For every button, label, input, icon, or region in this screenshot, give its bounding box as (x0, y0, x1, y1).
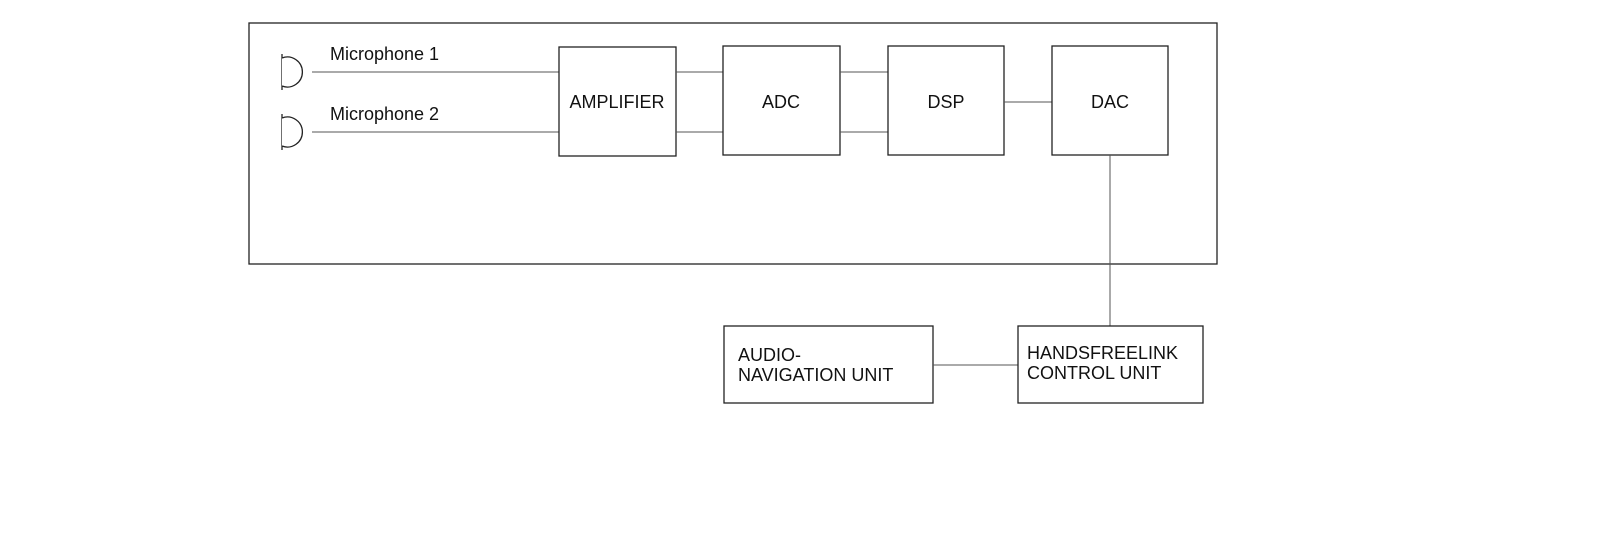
adc-label: ADC (762, 92, 800, 112)
handsfreelink-control-unit-label: HANDSFREELINK CONTROL UNIT (1027, 343, 1183, 383)
audio-navigation-line-2: NAVIGATION UNIT (738, 365, 893, 385)
audio-navigation-unit-label: AUDIO- NAVIGATION UNIT (738, 345, 893, 385)
amplifier-label: AMPLIFIER (569, 92, 664, 112)
dsp-label: DSP (927, 92, 964, 112)
microphone-1: Microphone 1 (281, 44, 439, 90)
amplifier-block (558, 46, 677, 157)
audio-navigation-unit-block (723, 325, 934, 404)
microphone-2-label: Microphone 2 (330, 104, 439, 124)
handsfreelink-line-2: CONTROL UNIT (1027, 363, 1161, 383)
dac-label: DAC (1091, 92, 1129, 112)
audio-navigation-line-1: AUDIO- (738, 345, 801, 365)
microphone-2: Microphone 2 (281, 104, 439, 150)
microphone-1-icon (281, 56, 303, 88)
dsp-block (887, 45, 1005, 156)
microphone-1-label: Microphone 1 (330, 44, 439, 64)
microphone-2-icon (281, 116, 303, 148)
handsfreelink-line-1: HANDSFREELINK (1027, 343, 1178, 363)
adc-block (722, 45, 841, 156)
dac-block (1051, 45, 1169, 156)
handsfreelink-control-unit-block (1017, 325, 1204, 404)
